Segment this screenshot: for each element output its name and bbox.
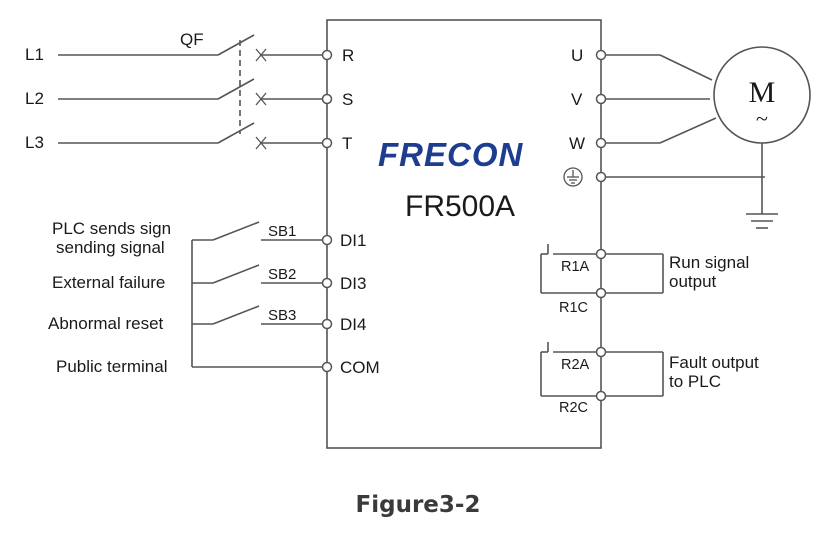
label-public-terminal: Public terminal: [56, 357, 168, 376]
relay-r2c-label: R2C: [559, 400, 588, 416]
terminal-r2c-icon: [595, 390, 607, 402]
terminal-s-label: S: [342, 90, 353, 109]
terminal-di3-label: DI3: [340, 274, 366, 293]
terminal-s-icon: [321, 93, 333, 105]
breaker-label: QF: [180, 30, 204, 49]
fault-output-line1: Fault output: [669, 353, 759, 372]
terminal-t-icon: [321, 137, 333, 149]
mains-l2-label: L2: [25, 89, 44, 108]
brand-logo: FRECON: [378, 136, 524, 173]
relay-r2: R2A R2C Fault output to PLC: [540, 342, 759, 416]
motor-symbol: M: [749, 76, 776, 109]
terminal-di4-icon: [321, 318, 333, 330]
ground-connection: [563, 143, 778, 229]
terminal-di4-label: DI4: [340, 315, 366, 334]
terminal-di3-icon: [321, 277, 333, 289]
terminal-com-icon: [321, 361, 333, 373]
motor-tilde: ~: [756, 106, 768, 131]
label-plc-line2: sending signal: [56, 238, 165, 257]
inverter-box: [326, 19, 602, 449]
terminal-r-icon: [321, 49, 333, 61]
label-external-failure: External failure: [52, 273, 165, 292]
terminal-com-label: COM: [340, 358, 380, 377]
relay-r2-contact-icon: [540, 342, 601, 397]
terminal-v-label: V: [571, 90, 583, 109]
ground-terminal-icon: [563, 167, 583, 187]
power-input-terminals: R S T: [321, 46, 354, 153]
mains-l3-label: L3: [25, 133, 44, 152]
terminal-di1-label: DI1: [340, 231, 366, 250]
figure-caption: Figure3-2: [356, 492, 481, 518]
terminal-v-icon: [595, 93, 607, 105]
switch-sb2-icon: [212, 264, 260, 284]
terminal-u-icon: [595, 49, 607, 61]
relay-r1-contact-icon: [540, 244, 601, 294]
terminal-w-label: W: [569, 134, 585, 153]
terminal-r1a-icon: [595, 248, 607, 260]
terminal-r1c-icon: [595, 287, 607, 299]
terminal-w-icon: [595, 137, 607, 149]
run-signal-line2: output: [669, 272, 717, 291]
relay-r1: R1A R1C Run signal output: [540, 244, 749, 316]
digital-input-section: PLC sends sign sending signal External f…: [48, 219, 380, 377]
breaker-qf: QF: [180, 30, 322, 150]
terminal-r-label: R: [342, 46, 354, 65]
terminal-di1-icon: [321, 234, 333, 246]
terminal-u-label: U: [571, 46, 583, 65]
terminal-t-label: T: [342, 134, 352, 153]
terminal-r2a-icon: [595, 346, 607, 358]
switch-sb1-icon: [212, 221, 260, 241]
switch-sb3-icon: [212, 305, 260, 325]
power-output-terminals: U V W: [569, 46, 717, 153]
switch-sb3-label: SB3: [268, 307, 296, 324]
label-abnormal-reset: Abnormal reset: [48, 314, 164, 333]
model-label: FR500A: [405, 190, 515, 223]
mains-supply: L1 L2 L3: [25, 45, 218, 152]
label-plc-line1: PLC sends sign: [52, 219, 171, 238]
relay-r1a-label: R1A: [561, 259, 590, 275]
motor-icon: M ~: [713, 46, 811, 144]
fault-output-line2: to PLC: [669, 372, 721, 391]
mains-l1-label: L1: [25, 45, 44, 64]
relay-r2a-label: R2A: [561, 357, 590, 373]
relay-r1c-label: R1C: [559, 300, 588, 316]
switch-sb2-label: SB2: [268, 266, 296, 283]
switch-sb1-label: SB1: [268, 223, 296, 240]
run-signal-line1: Run signal: [669, 253, 749, 272]
earth-icon: [746, 213, 778, 229]
